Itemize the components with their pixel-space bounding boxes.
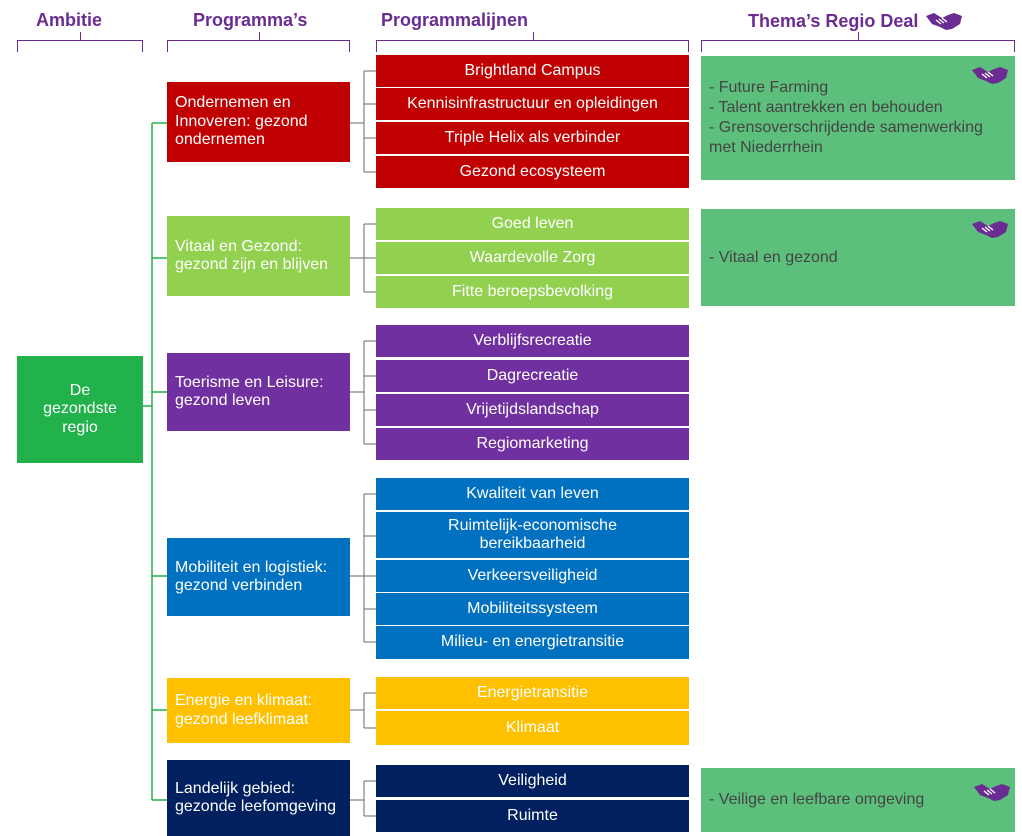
programmalijn-label: Energietransitie xyxy=(476,683,589,701)
programma-box-vitaal: Vitaal en Gezond: gezond zijn en blijven xyxy=(167,216,350,296)
programmalijn-label: Veiligheid xyxy=(498,771,567,789)
programmalijn-label: Mobiliteitssysteem xyxy=(467,599,598,617)
thema-item: - Future Farming xyxy=(709,79,829,96)
header-themas: Thema’s Regio Deal xyxy=(748,10,964,32)
thema-box-3: - Veilige en leefbare omgeving xyxy=(701,768,1015,832)
header-programmas: Programma’s xyxy=(193,10,308,30)
programma-box-ondernemen: Ondernemen en Innoveren: gezond ondernem… xyxy=(167,82,350,162)
ambitie-box: De gezondste regio xyxy=(17,356,143,463)
brace-ambitie xyxy=(17,32,143,52)
programmalijn-label: Kennisinfrastructuur en opleidingen xyxy=(407,94,658,112)
programmalijn-label: Fitte beroepsbevolking xyxy=(452,282,613,300)
programmalijn-label: Milieu- en energietransitie xyxy=(440,633,625,651)
header-themas-label: Thema’s Regio Deal xyxy=(748,10,919,31)
programmalijn-item: Waardevolle Zorg xyxy=(376,242,689,274)
programmalijn-item: Ruimte xyxy=(376,800,689,832)
programmalijn-item: Mobiliteitssysteem xyxy=(376,593,689,625)
programma-box-landelijk: Landelijk gebied: gezonde leefomgeving xyxy=(167,760,350,836)
programmalijn-item: Milieu- en energietransitie xyxy=(376,626,689,659)
thema-box-2: - Vitaal en gezond xyxy=(701,209,1015,306)
header-programmalijnen: Programmalijnen xyxy=(381,10,529,30)
programmalijn-item: Klimaat xyxy=(376,711,689,745)
programmalijn-item: Brightland Campus xyxy=(376,55,689,87)
programmalijn-item: Ruimtelijk-economische bereikbaarheid xyxy=(376,512,689,558)
handshake-icon xyxy=(972,221,1008,238)
programmalijn-label: Regiomarketing xyxy=(476,434,589,452)
programmalijn-item: Verkeersveiligheid xyxy=(376,560,689,592)
ambitie-label: De gezondste regio xyxy=(43,381,117,436)
programma-box-mobiliteit: Mobiliteit en logistiek: gezond verbinde… xyxy=(167,538,350,616)
programma-label: Ondernemen en Innoveren: gezond ondernem… xyxy=(175,94,308,149)
programmalijn-label: Klimaat xyxy=(505,718,560,736)
brace-themas xyxy=(701,32,1015,52)
programmalijn-item: Energietransitie xyxy=(376,677,689,709)
programmalijn-item: Veiligheid xyxy=(376,765,689,797)
thema-box-1: - Future Farming - Talent aantrekken en … xyxy=(701,56,1015,180)
programmalijn-label: Verkeersveiligheid xyxy=(467,566,598,584)
programmalijn-item: Kennisinfrastructuur en opleidingen xyxy=(376,88,689,120)
programmalijn-item: Vrijetijdslandschap xyxy=(376,394,689,426)
programma-label: Toerisme en Leisure: gezond leven xyxy=(175,373,324,409)
programmalijn-label: Dagrecreatie xyxy=(486,366,579,384)
programmalijn-item: Goed leven xyxy=(376,208,689,240)
programmalijn-label: Brightland Campus xyxy=(464,61,601,79)
thema-item: - Veilige en leefbare omgeving xyxy=(709,791,925,808)
programma-label: Vitaal en Gezond: gezond zijn en blijven xyxy=(175,237,328,273)
programmalijn-label: Waardevolle Zorg xyxy=(469,248,596,266)
programmalijn-label: Goed leven xyxy=(491,214,574,232)
brace-programmalijnen xyxy=(376,32,689,52)
header-ambitie: Ambitie xyxy=(36,10,103,30)
programmalijn-label: Ruimte xyxy=(507,806,558,824)
programmalijn-label: Vrijetijdslandschap xyxy=(466,400,599,418)
thema-item: - Vitaal en gezond xyxy=(709,248,838,266)
handshake-icon xyxy=(972,67,1008,84)
programma-label: Energie en klimaat: gezond leefklimaat xyxy=(175,692,312,728)
programmalijn-item: Dagrecreatie xyxy=(376,360,689,392)
programmalijn-item: Gezond ecosysteem xyxy=(376,156,689,188)
programma-label: Mobiliteit en logistiek: gezond verbinde… xyxy=(175,558,328,594)
thema-item: - Grensoverschrijdende samenwerking met … xyxy=(709,119,983,156)
programmalijn-item: Verblijfsrecreatie xyxy=(376,325,689,357)
brace-programmas xyxy=(167,32,350,52)
thema-item: - Talent aantrekken en behouden xyxy=(709,99,943,116)
programmalijn-label: Ruimtelijk-economische bereikbaarheid xyxy=(448,516,617,552)
programmalijn-item: Fitte beroepsbevolking xyxy=(376,276,689,308)
programma-box-energie: Energie en klimaat: gezond leefklimaat xyxy=(167,678,350,743)
handshake-icon xyxy=(974,784,1010,801)
programmalijn-item: Regiomarketing xyxy=(376,428,689,460)
programma-box-toerisme: Toerisme en Leisure: gezond leven xyxy=(167,353,350,431)
handshake-icon xyxy=(926,13,963,30)
programmalijn-item: Kwaliteit van leven xyxy=(376,478,689,510)
programmalijn-label: Kwaliteit van leven xyxy=(466,484,599,502)
programmalijn-label: Triple Helix als verbinder xyxy=(444,128,621,146)
programmalijn-label: Gezond ecosysteem xyxy=(459,162,606,180)
programmalijn-item: Triple Helix als verbinder xyxy=(376,122,689,154)
programmalijn-label: Verblijfsrecreatie xyxy=(473,331,592,349)
programma-label: Landelijk gebied: gezonde leefomgeving xyxy=(175,779,337,815)
